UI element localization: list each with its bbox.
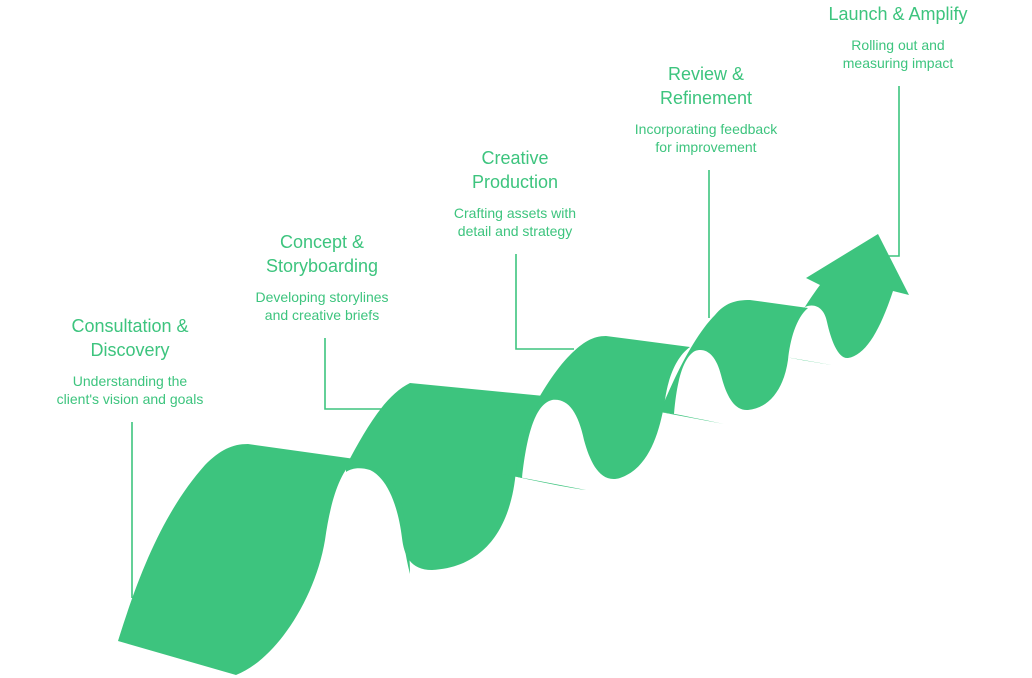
step-title: Creative Production: [471, 148, 559, 192]
ribbon-segment-5: [780, 234, 909, 359]
leader-line-step-5: [882, 86, 900, 257]
step-description: Incorporating feedback for improvement: [634, 121, 778, 155]
leader-line-step-3: [515, 254, 574, 350]
step-description: Understanding the client's vision and go…: [56, 373, 204, 407]
step-description: Rolling out and measuring impact: [842, 37, 954, 71]
step-launch-amplify: Launch & Amplify Rolling out and measuri…: [788, 2, 1008, 72]
ribbon-fold-2: [503, 474, 586, 490]
leader-lines: [131, 86, 900, 598]
step-title: Review & Refinement: [659, 64, 753, 108]
step-description: Developing storylines and creative brief…: [255, 289, 389, 323]
step-consultation-discovery: Consultation & Discovery Understanding t…: [20, 314, 240, 408]
ribbon-fold-3: [660, 412, 724, 424]
step-title: Consultation & Discovery: [71, 316, 189, 360]
ribbon-segment-2: [346, 383, 544, 570]
ribbon-segment-4: [660, 300, 808, 424]
ribbon: [118, 234, 909, 675]
step-title: Concept & Storyboarding: [265, 232, 379, 276]
ribbon-segment-3: [503, 336, 690, 480]
step-description: Crafting assets with detail and strategy: [453, 205, 577, 239]
step-concept-storyboarding: Concept & Storyboarding Developing story…: [212, 230, 432, 324]
ribbon-segment-1: [118, 444, 355, 675]
ribbon-fold-1: [370, 466, 410, 574]
leader-line-step-2: [324, 338, 386, 410]
ribbon-fold-4: [780, 356, 832, 365]
step-title: Launch & Amplify: [828, 4, 968, 24]
step-review-refinement: Review & Refinement Incorporating feedba…: [596, 62, 816, 156]
step-creative-production: Creative Production Crafting assets with…: [405, 146, 625, 240]
